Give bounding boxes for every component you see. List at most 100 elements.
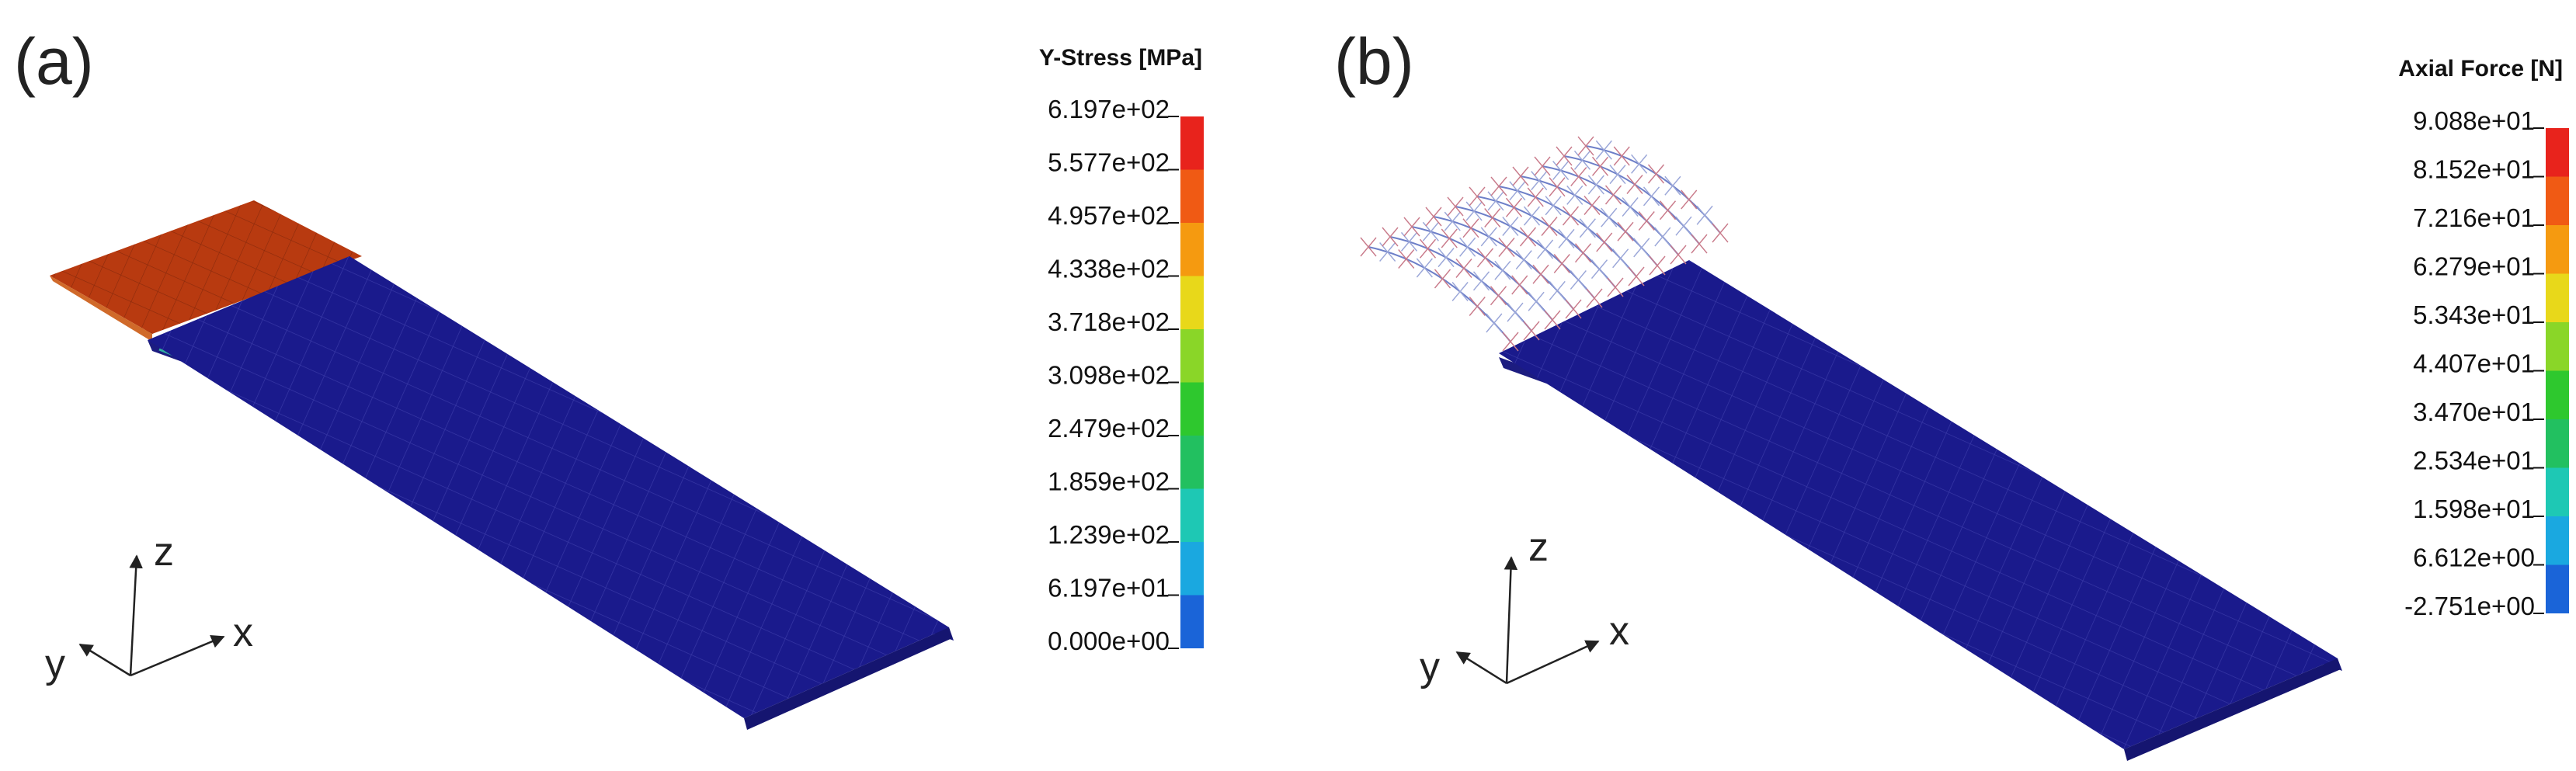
colorbar-segment: [1180, 542, 1204, 596]
truss-cross: [1574, 243, 1592, 263]
truss-cross: [1566, 185, 1583, 205]
colorbar-tick-label: 6.612e+00: [2413, 544, 2535, 572]
colorbar-tick-label: 1.598e+01: [2413, 495, 2535, 523]
truss-cross: [1425, 207, 1442, 227]
truss-cross: [1570, 270, 1587, 290]
colorbar-segment: [1180, 276, 1204, 329]
truss-cross: [1541, 217, 1558, 236]
truss-cross: [1552, 161, 1570, 180]
truss-cross: [1577, 136, 1594, 156]
colorbar-b: [2546, 128, 2569, 613]
truss-cross: [1484, 208, 1501, 227]
truss-cross: [1502, 332, 1519, 352]
colorbar-segment: [2546, 467, 2569, 516]
truss-cross: [1628, 266, 1645, 287]
truss-cross: [1490, 176, 1507, 196]
colorbar-segment: [2546, 322, 2569, 371]
truss-cross: [1534, 156, 1551, 176]
colorbar-segment: [1180, 169, 1204, 223]
truss-cross: [1553, 254, 1570, 273]
plate-mesh-b: [1499, 260, 2338, 749]
plate-edge-a: [744, 627, 952, 730]
truss-cross: [1613, 146, 1630, 166]
truss-cross: [1670, 245, 1687, 265]
truss-cross: [1626, 175, 1643, 194]
truss-cross: [1455, 259, 1472, 278]
colorbar-tick-label: 2.534e+01: [2413, 446, 2535, 475]
truss-cross: [1612, 248, 1629, 269]
truss-cross: [1403, 217, 1420, 237]
truss-cross: [1591, 156, 1609, 176]
x-axis-label-b: x: [1609, 609, 1629, 654]
axis-triad-b: z x y: [1420, 525, 1629, 689]
colorbar-tick-label: 8.152e+01: [2413, 155, 2535, 184]
color-legend-a: Y-Stress [MPa] 6.197e+025.577e+024.957e+…: [1039, 45, 1204, 655]
truss-cross: [1712, 223, 1729, 243]
truss-cross: [1469, 297, 1486, 316]
truss-cross: [1434, 269, 1451, 289]
truss-cross: [1519, 227, 1537, 247]
colorbar-tick-label: 0.000e+00: [1048, 627, 1170, 655]
plate-mesh-a: [148, 256, 949, 718]
truss-cross: [1512, 166, 1529, 186]
colorbar-ticks-a: 6.197e+025.577e+024.957e+024.338e+023.71…: [1048, 95, 1179, 655]
truss-cross: [1638, 211, 1655, 231]
specimen-b: [1360, 136, 2342, 761]
truss-cross: [1537, 239, 1554, 259]
truss-cross: [1633, 238, 1650, 258]
truss-cross: [1573, 150, 1591, 170]
truss-cross: [1441, 228, 1458, 248]
truss-cross: [1562, 206, 1580, 226]
grip-mesh-a: [50, 200, 362, 334]
colorbar-segment: [2546, 564, 2569, 613]
colorbar-tick-label: 3.718e+02: [1048, 307, 1170, 336]
truss-cross: [1444, 211, 1461, 231]
y-axis-label-b: y: [1420, 644, 1440, 689]
truss-cross: [1532, 264, 1549, 284]
truss-cross: [1437, 248, 1455, 268]
colorbar-tick-label: 6.197e+02: [1048, 95, 1170, 123]
colorbar-segment: [2546, 516, 2569, 565]
z-axis-label-b: z: [1528, 525, 1549, 570]
truss-cross: [1609, 165, 1626, 185]
colorbar-segment: [1180, 436, 1204, 489]
truss-cross: [1622, 197, 1639, 217]
y-axis-arrow-a: [78, 643, 131, 677]
truss-cross: [1604, 185, 1622, 205]
colorbar-tick-label: 7.216e+01: [2413, 203, 2535, 232]
specimen-a: [50, 200, 954, 730]
panel-b: (b) z x y Axial Force [N] 9.088e+018.152…: [1334, 25, 2569, 761]
truss-cross: [1511, 275, 1528, 295]
truss-cross: [1590, 259, 1608, 280]
x-axis-arrow-b: [1506, 640, 1600, 685]
truss-cross: [1586, 288, 1603, 308]
colorbar-ticks-b: 9.088e+018.152e+017.216e+016.279e+015.34…: [2404, 106, 2544, 620]
colorbar-tick-label: 4.338e+02: [1048, 255, 1170, 283]
panel-label-a: (a): [14, 25, 94, 98]
colorbar-segment: [1180, 329, 1204, 383]
truss-cross: [1601, 207, 1618, 227]
colorbar-tick-label: 9.088e+01: [2413, 106, 2535, 135]
truss-cross: [1527, 187, 1544, 207]
truss-cross: [1528, 291, 1545, 311]
truss-cross: [1659, 200, 1677, 221]
colorbar-tick-label: -2.751e+00: [2404, 592, 2535, 620]
colorbar-tick-label: 5.577e+02: [1048, 148, 1170, 177]
z-axis-label-a: z: [154, 530, 174, 575]
panel-label-b: (b): [1334, 25, 1414, 98]
truss-cross: [1681, 189, 1698, 210]
truss-cross: [1664, 175, 1681, 196]
plate-edge-b: [2124, 658, 2341, 761]
colorbar-segment: [2546, 225, 2569, 274]
truss-cross: [1595, 140, 1612, 160]
colorbar-segment: [1180, 223, 1204, 276]
truss-cross: [1486, 313, 1503, 333]
truss-cross: [1654, 227, 1671, 247]
truss-cross: [1607, 277, 1624, 297]
colorbar-segment: [1180, 488, 1204, 542]
axis-triad-a: z x y: [45, 530, 253, 686]
colorbar-segment: [2546, 128, 2569, 177]
colorbar-tick-label: 2.479e+02: [1048, 414, 1170, 443]
truss-cross: [1360, 237, 1377, 257]
